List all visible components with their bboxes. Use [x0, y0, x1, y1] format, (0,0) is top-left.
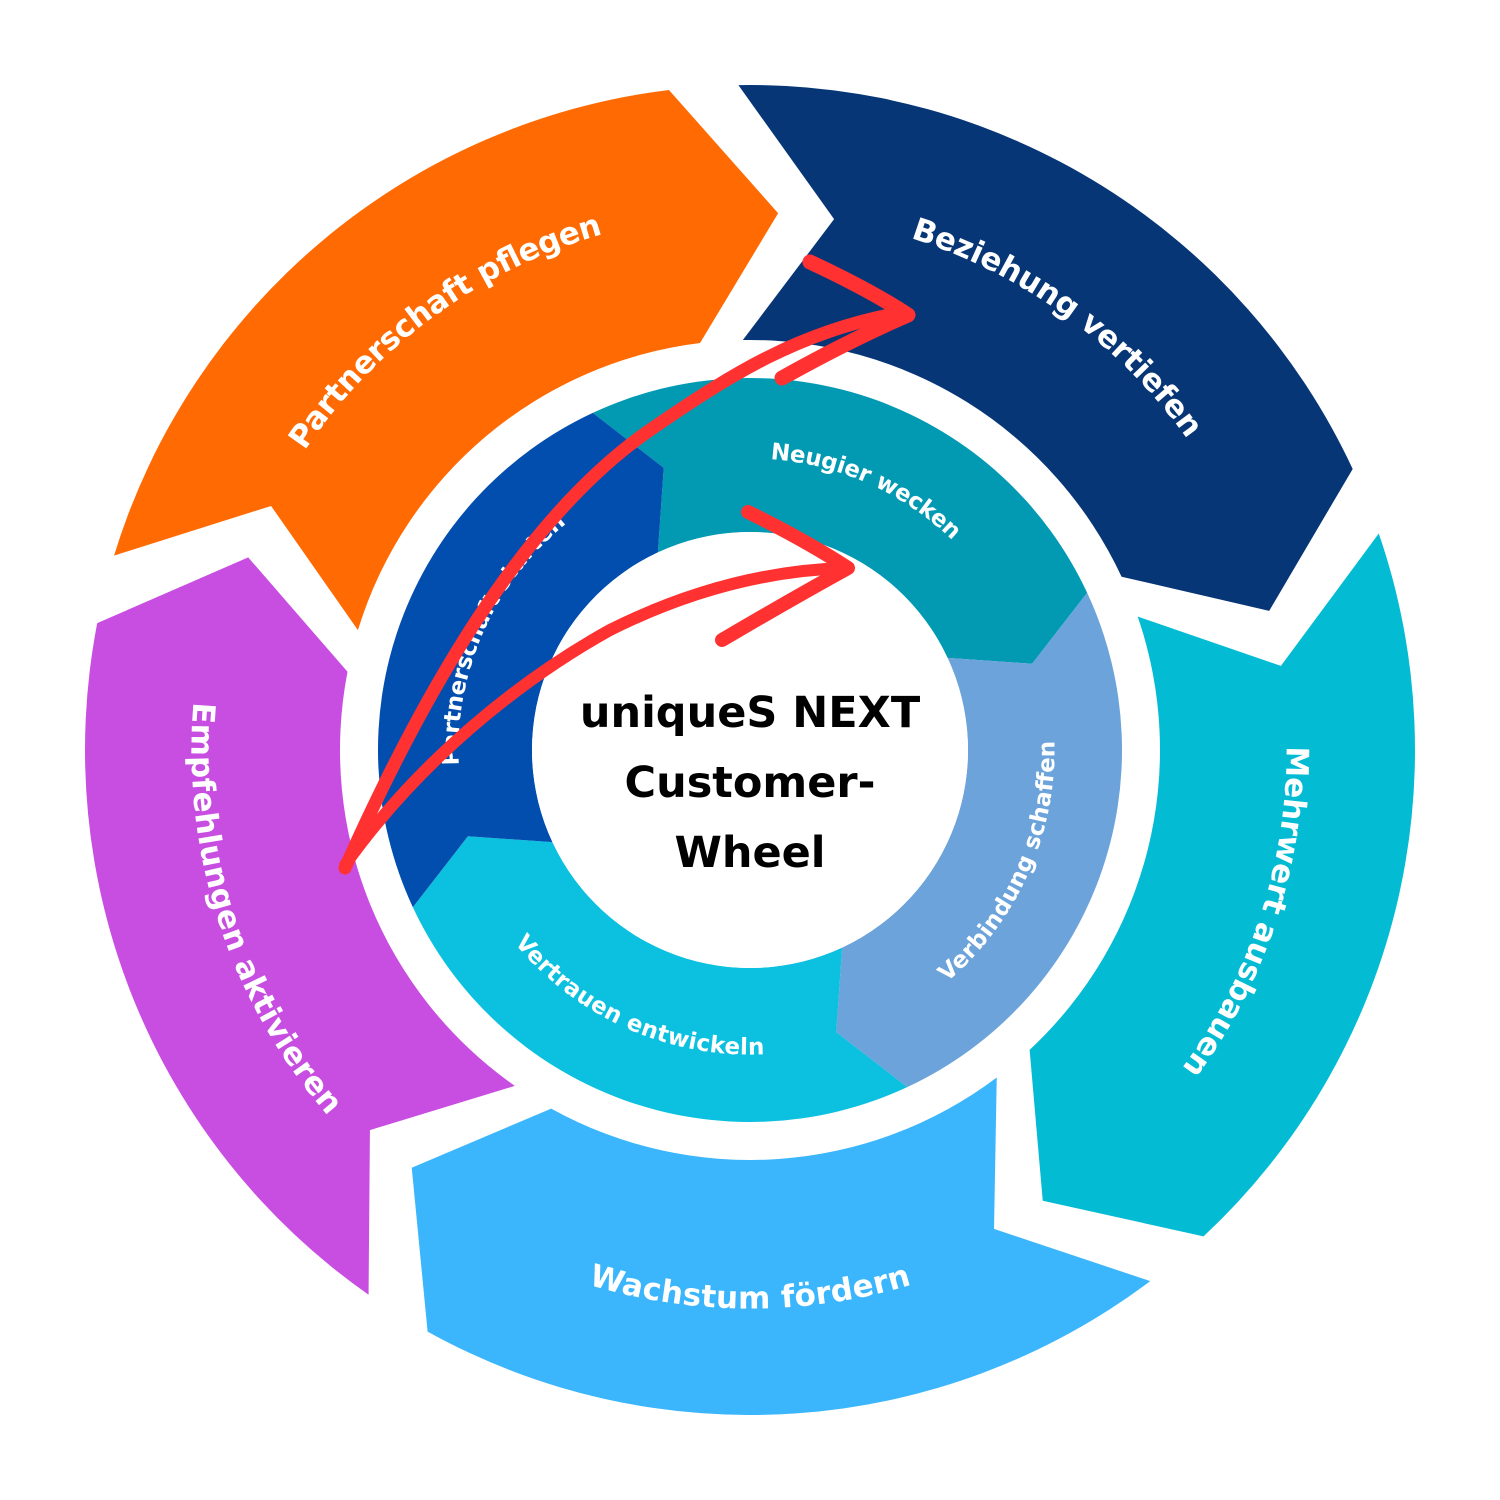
- wheel-title-line-1: uniqueS NEXT: [579, 688, 921, 738]
- outer-segment-wachstum-foerdern: [411, 1077, 1151, 1416]
- inner-segment-partnerschaft-starten: [378, 412, 664, 908]
- wheel-title-line-2: Customer-: [624, 758, 876, 808]
- inner-segment-vertrauen-entwickeln: [412, 836, 908, 1122]
- red-arrows: [338, 254, 916, 875]
- outer-segment-empfehlungen-aktivieren: [85, 557, 515, 1295]
- wheel-title-line-3: Wheel: [674, 828, 826, 878]
- outer-segment-beziehung-vertiefen: [738, 85, 1353, 611]
- red-arrow-lower-head: [715, 505, 855, 647]
- red-arrow-lower-shaft: [339, 562, 851, 871]
- outer-segment-partnerschaft-pflegen: [114, 89, 779, 631]
- red-arrow-outer-head: [774, 254, 916, 386]
- wheel-title: uniqueS NEXT Customer- Wheel: [540, 678, 960, 888]
- red-arrow-outer-shaft: [338, 305, 912, 875]
- center-circle: [532, 532, 968, 968]
- inner-segment-neugier-wecken: [592, 378, 1088, 664]
- outer-segment-mehrwert-ausbauen: [1029, 533, 1416, 1237]
- inner-segment-verbindung-schaffen: [836, 592, 1122, 1088]
